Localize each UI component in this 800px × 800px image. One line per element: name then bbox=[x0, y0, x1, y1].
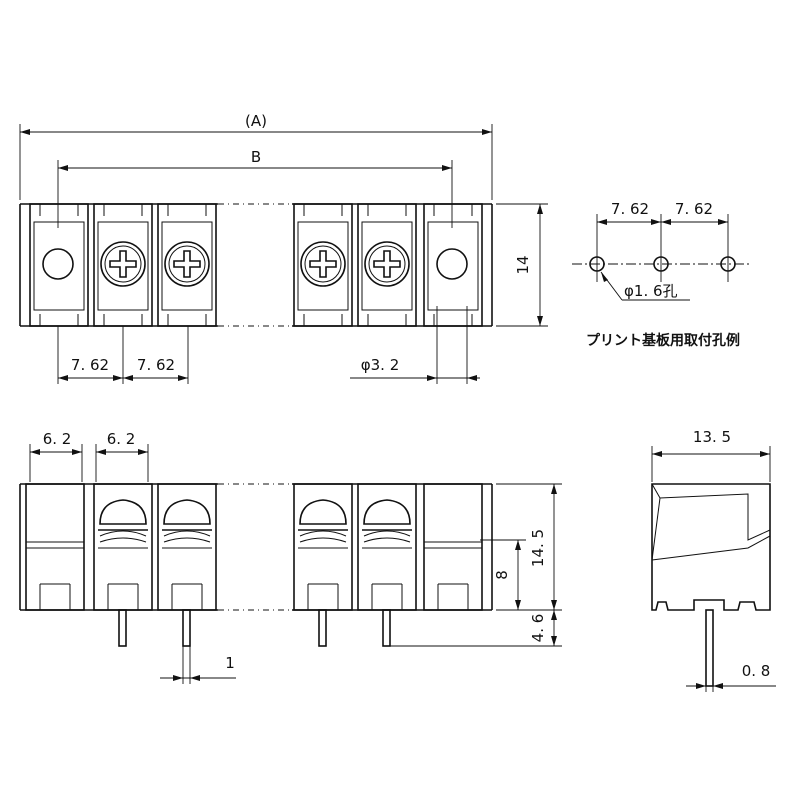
front-terminal-cell bbox=[293, 483, 353, 611]
front-terminal-cell bbox=[357, 483, 417, 611]
screw-icon bbox=[300, 241, 346, 287]
front-terminal-cell bbox=[93, 483, 153, 611]
dim-pitch-1-label: 7. 62 bbox=[71, 356, 109, 374]
front-end-cell bbox=[25, 483, 85, 611]
side-body-outline bbox=[651, 483, 771, 611]
dim-height-total-label: 14. 5 bbox=[529, 529, 547, 567]
dim-pin-pitch-label: 1 bbox=[225, 654, 235, 672]
front-view: 6. 2 6. 2 14. 5 bbox=[19, 430, 562, 684]
pcb-hole bbox=[720, 256, 736, 272]
dim-mount-hole-label: φ3. 2 bbox=[361, 356, 400, 374]
screw-cell bbox=[157, 203, 217, 327]
screw-icon bbox=[164, 241, 210, 287]
dim-pin-length-label: 4. 6 bbox=[529, 614, 547, 643]
pcb-caption: プリント基板用取付孔例 bbox=[586, 332, 740, 349]
front-terminal-cell bbox=[157, 483, 217, 611]
pcb-hole bbox=[653, 256, 669, 272]
dim-width-1-label: 6. 2 bbox=[43, 430, 72, 448]
pcb-pin bbox=[318, 609, 327, 647]
mounting-hole-left bbox=[42, 248, 74, 280]
dim-total-label: (A) bbox=[245, 112, 267, 130]
pcb-pin bbox=[118, 609, 127, 647]
mounting-hole-right bbox=[436, 248, 468, 280]
screw-cell bbox=[93, 203, 153, 327]
pcb-pin bbox=[382, 609, 391, 647]
front-end-cell bbox=[423, 483, 483, 611]
dim-pin-width-label: 0. 8 bbox=[742, 662, 771, 680]
pcb-pitch-1-label: 7. 62 bbox=[611, 200, 649, 218]
dim-height-label: 14 bbox=[514, 255, 532, 274]
screw-cell bbox=[293, 203, 353, 327]
pcb-pin bbox=[182, 609, 191, 647]
top-view: (A) B 14 bbox=[19, 112, 548, 384]
pcb-pitch-2-label: 7. 62 bbox=[675, 200, 713, 218]
screw-cell bbox=[357, 203, 417, 327]
pcb-hole-pattern: 7. 62 7. 62 φ1. 6孔 プリント基板用取付孔例 bbox=[572, 200, 752, 349]
side-pin bbox=[705, 609, 714, 687]
dim-pitch-2-label: 7. 62 bbox=[137, 356, 175, 374]
dim-span-label: B bbox=[251, 148, 261, 166]
screw-icon bbox=[100, 241, 146, 287]
pcb-hole-label: φ1. 6孔 bbox=[624, 282, 678, 300]
dim-depth-label: 13. 5 bbox=[693, 428, 731, 446]
dim-width-2-label: 6. 2 bbox=[107, 430, 136, 448]
dim-height-terminal-label: 8 bbox=[493, 570, 511, 580]
end-cell-right bbox=[423, 203, 483, 327]
side-view: 13. 5 0. 8 bbox=[651, 428, 776, 692]
end-cell-left bbox=[29, 203, 89, 327]
pcb-hole bbox=[589, 256, 605, 272]
screw-icon bbox=[364, 241, 410, 287]
